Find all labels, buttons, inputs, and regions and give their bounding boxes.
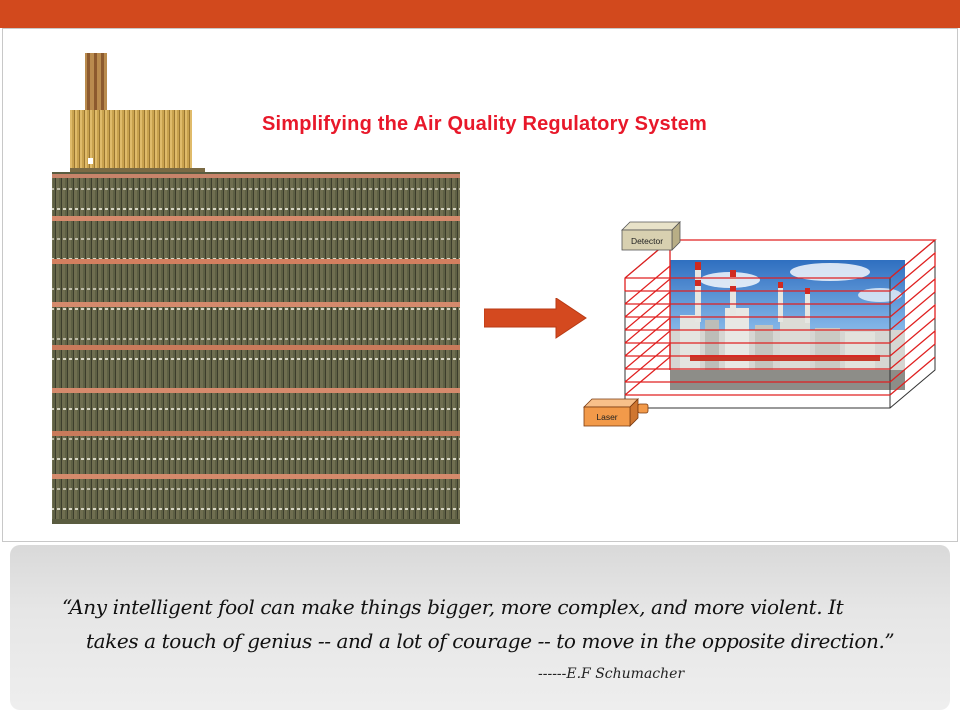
quote-line-2: takes a touch of genius -- and a lot of …: [86, 629, 895, 653]
laser-box: [583, 398, 649, 427]
quote-text: “Any intelligent fool can make things bi…: [62, 590, 922, 658]
laser-label: Laser: [596, 412, 617, 422]
quote-panel: [10, 545, 950, 710]
top-accent-bar: [0, 0, 960, 28]
laser-detector-diagram: Detector Laser: [583, 221, 937, 427]
refinery-image: [670, 262, 905, 390]
detector-box: [621, 221, 681, 251]
detector-label: Detector: [631, 236, 663, 246]
slide-title: Simplifying the Air Quality Regulatory S…: [262, 113, 708, 135]
right-arrow-icon: [484, 298, 587, 339]
quote-line-1: “Any intelligent fool can make things bi…: [62, 595, 844, 619]
quote-author: ------E.F Schumacher: [538, 666, 685, 682]
regulation-books-image: [52, 53, 460, 524]
